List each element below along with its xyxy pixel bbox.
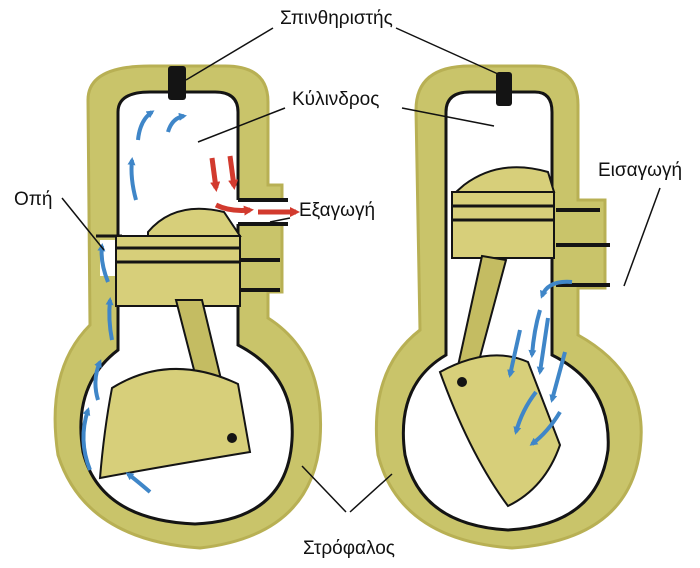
left-spark-plug bbox=[168, 66, 186, 100]
intake-label: Εισαγωγή bbox=[598, 161, 682, 180]
port-label: Οπή bbox=[14, 190, 52, 209]
right-spark-plug bbox=[496, 72, 512, 106]
cylinder-label: Κύλινδρος bbox=[292, 90, 379, 109]
spark-plug-label: Σπινθηριστής bbox=[280, 9, 393, 28]
left-engine bbox=[55, 66, 320, 548]
exhaust-label: Εξαγωγή bbox=[299, 201, 375, 220]
crankshaft-label: Στρόφαλος bbox=[303, 539, 395, 558]
right-engine bbox=[376, 66, 641, 548]
